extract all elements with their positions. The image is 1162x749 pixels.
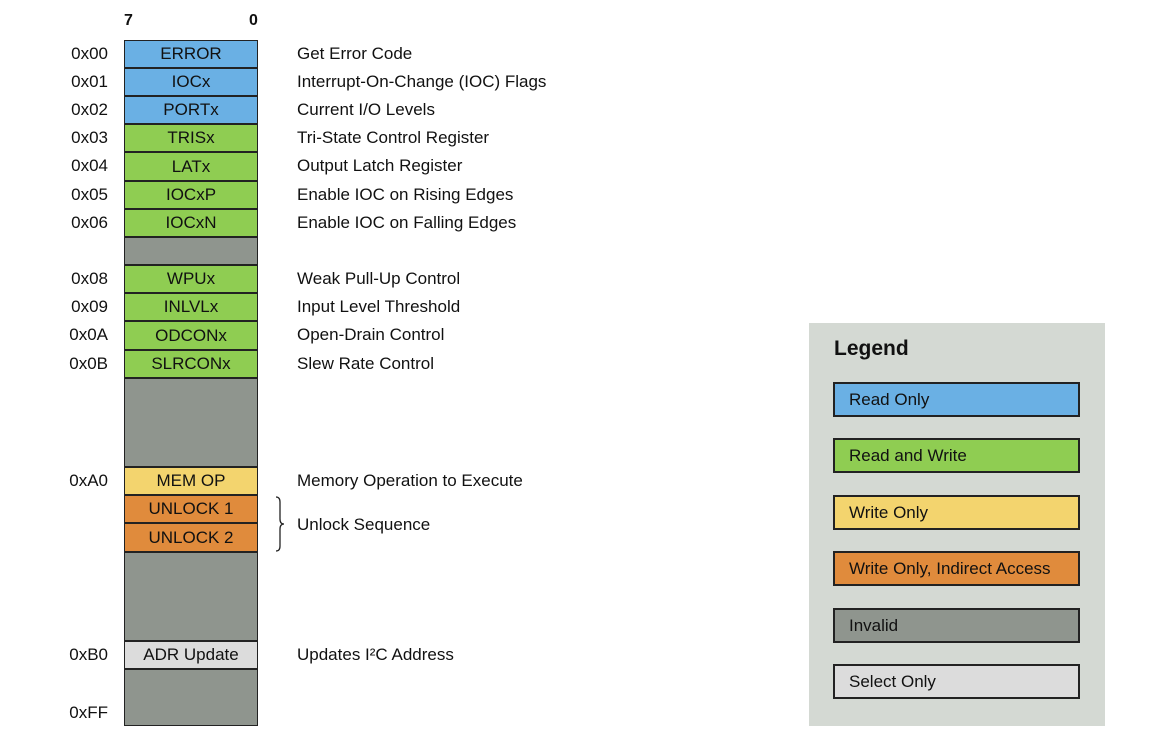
legend-item: Read and Write bbox=[833, 438, 1080, 473]
register-cell: UNLOCK 2 bbox=[124, 523, 258, 552]
register-description: Enable IOC on Rising Edges bbox=[297, 185, 514, 204]
legend-item: Write Only, Indirect Access bbox=[833, 551, 1080, 586]
register-cell: MEM OP bbox=[124, 467, 258, 495]
unlock-sequence-brace bbox=[276, 496, 284, 552]
legend-item: Select Only bbox=[833, 664, 1080, 699]
register-address: 0x04 bbox=[71, 156, 108, 175]
register-cell: WPUx bbox=[124, 265, 258, 293]
register-address: 0x08 bbox=[71, 269, 108, 288]
legend-item: Read Only bbox=[833, 382, 1080, 417]
register-cell: IOCxP bbox=[124, 181, 258, 209]
register-address: 0x09 bbox=[71, 297, 108, 316]
register-cell bbox=[124, 378, 258, 467]
register-address: 0x03 bbox=[71, 128, 108, 147]
register-cell: IOCx bbox=[124, 68, 258, 96]
register-description: Weak Pull-Up Control bbox=[297, 269, 461, 288]
register-cell: ADR Update bbox=[124, 641, 258, 669]
legend-item: Write Only bbox=[833, 495, 1080, 530]
register-description: Tri-State Control Register bbox=[297, 128, 490, 147]
register-cell: ERROR bbox=[124, 40, 258, 68]
register-cell: ODCONx bbox=[124, 321, 258, 350]
register-description: Memory Operation to Execute bbox=[297, 471, 523, 490]
register-cell: PORTx bbox=[124, 96, 258, 124]
register-description: Input Level Threshold bbox=[297, 297, 461, 316]
register-description: Open-Drain Control bbox=[297, 325, 445, 344]
bit-0-label: 0 bbox=[249, 12, 258, 29]
register-address: 0x0B bbox=[69, 354, 108, 373]
register-description: Output Latch Register bbox=[297, 156, 463, 175]
register-address: 0x05 bbox=[71, 185, 108, 204]
register-address: 0x0A bbox=[69, 325, 108, 344]
register-description: Enable IOC on Falling Edges bbox=[297, 213, 517, 232]
register-address: 0x00 bbox=[71, 44, 108, 63]
register-address: 0x02 bbox=[71, 100, 108, 119]
legend-item: Invalid bbox=[833, 608, 1080, 643]
register-cell: IOCxN bbox=[124, 209, 258, 237]
register-cell: UNLOCK 1 bbox=[124, 495, 258, 523]
register-address: 0xB0 bbox=[69, 645, 108, 664]
register-address: 0x06 bbox=[71, 213, 108, 232]
register-cell bbox=[124, 669, 258, 726]
register-cell: TRISx bbox=[124, 124, 258, 152]
bit-7-label: 7 bbox=[124, 12, 133, 29]
register-address: 0xFF bbox=[69, 703, 108, 722]
register-cell bbox=[124, 552, 258, 641]
register-cell bbox=[124, 237, 258, 265]
register-cell: SLRCONx bbox=[124, 350, 258, 378]
unlock-sequence-label: Unlock Sequence bbox=[297, 515, 431, 534]
legend-title: Legend bbox=[834, 337, 909, 360]
register-cell: LATx bbox=[124, 152, 258, 181]
register-description: Slew Rate Control bbox=[297, 354, 435, 373]
register-description: Current I/O Levels bbox=[297, 100, 435, 119]
register-description: Get Error Code bbox=[297, 44, 413, 63]
register-description: Interrupt-On-Change (IOC) Flags bbox=[297, 72, 547, 91]
register-address: 0x01 bbox=[71, 72, 108, 91]
register-address: 0xA0 bbox=[69, 471, 108, 490]
register-cell: INLVLx bbox=[124, 293, 258, 321]
register-description: Updates I²C Address bbox=[297, 645, 454, 664]
